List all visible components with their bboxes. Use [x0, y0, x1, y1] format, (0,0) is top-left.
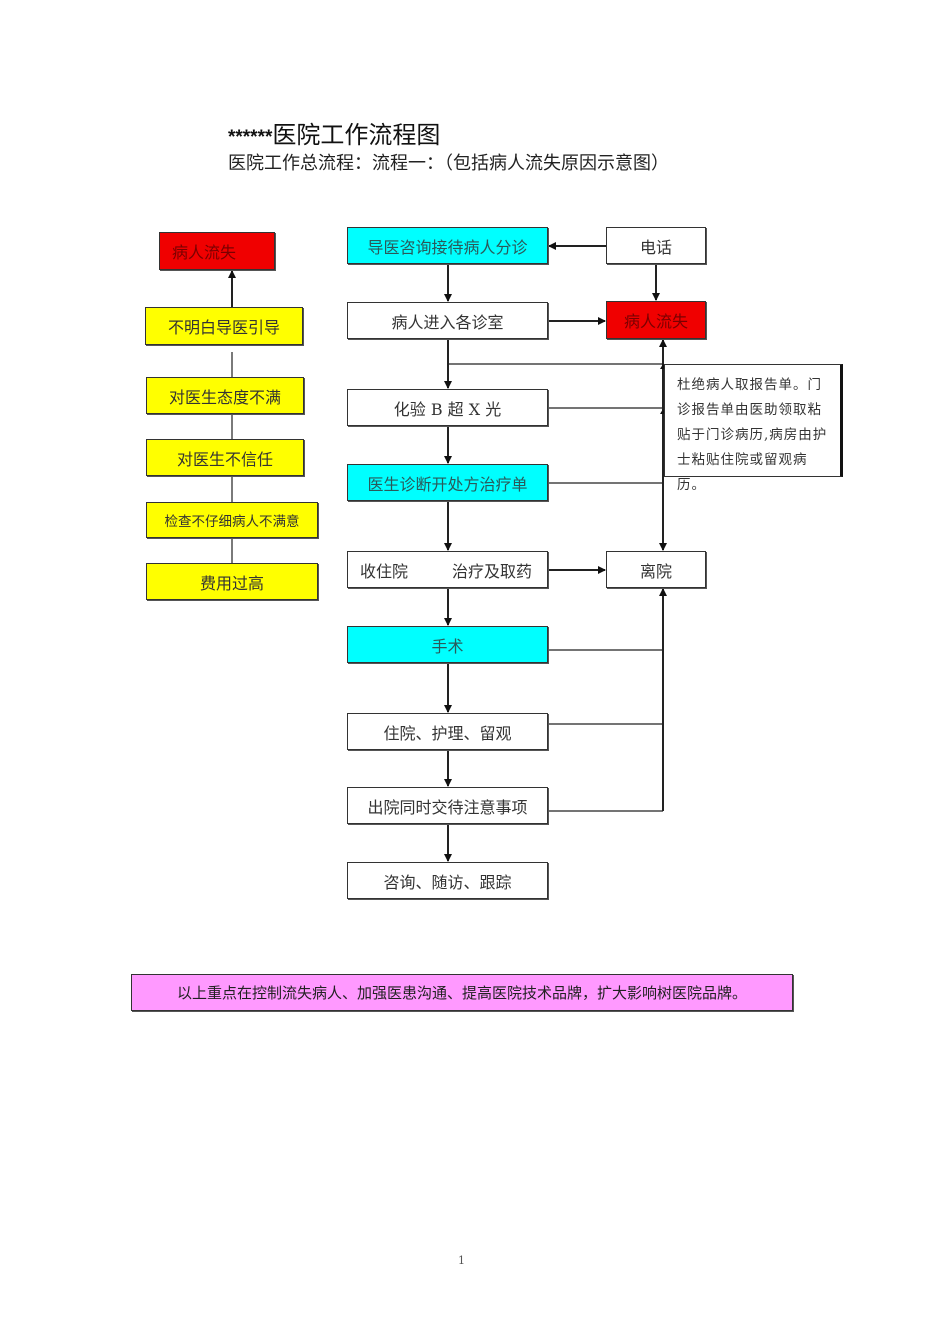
step-diagnosis: 医生诊断开处方治疗单	[347, 464, 548, 501]
step-lab: 化验 B 超 X 光	[347, 389, 548, 426]
step-label: 咨询、随访、跟踪	[383, 872, 512, 892]
phone-label: 电话	[639, 237, 672, 257]
title-text: 医院工作流程图	[272, 121, 441, 149]
step-inpatient: 住院、护理、留观	[347, 713, 548, 750]
reason-box: 不明白导医引导	[145, 307, 303, 345]
reason-box: 检查不仔细病人不满意	[146, 502, 318, 538]
right-lost-label: 病人流失	[623, 312, 688, 331]
step-label: 病人进入各诊室	[391, 312, 504, 332]
step-label: 出院同时交待注意事项	[367, 797, 528, 817]
title-stars: ******	[228, 127, 273, 148]
reason-box: 对医生态度不满	[146, 377, 304, 414]
step-label: 住院、护理、留观	[383, 723, 512, 743]
step-triage: 导医咨询接待病人分诊	[347, 227, 548, 264]
step-treatment-label: 治疗及取药	[452, 561, 533, 581]
step-clinic: 病人进入各诊室	[347, 302, 548, 339]
reason-label: 不明白导医引导	[167, 318, 280, 337]
step-admission-label: 收住院	[360, 561, 409, 581]
step-label: 医生诊断开处方治疗单	[367, 474, 528, 494]
discharge-label: 离院	[639, 561, 672, 581]
left-lost-box: 病人流失	[159, 232, 275, 270]
summary-text: 以上重点在控制流失病人、加强医患沟通、提高医院技术品牌，扩大影响树医院品牌。	[176, 984, 747, 1002]
reason-label: 检查不仔细病人不满意	[164, 514, 300, 530]
phone-box: 电话	[606, 227, 706, 264]
page-subtitle: 医院工作总流程：流程一：（包括病人流失原因示意图）	[228, 153, 669, 174]
page-number: 1	[458, 1254, 465, 1267]
step-admission-treatment: 收住院 治疗及取药	[347, 551, 548, 588]
step-surgery: 手术	[347, 626, 548, 663]
step-discharge-notice: 出院同时交待注意事项	[347, 787, 548, 824]
step-label: 化验 B 超 X 光	[393, 399, 502, 419]
left-lost-label: 病人流失	[172, 243, 237, 262]
reason-label: 对医生态度不满	[168, 387, 281, 407]
step-label: 导医咨询接待病人分诊	[367, 237, 528, 257]
report-note: 杜绝病人取报告单。门诊报告单由医助领取粘贴于门诊病历,病房由护士粘贴住院或留观病…	[664, 364, 843, 493]
step-followup: 咨询、随访、跟踪	[347, 862, 548, 899]
page-title: ******医院工作流程图	[228, 120, 440, 153]
right-lost-box: 病人流失	[606, 301, 706, 339]
discharge-box: 离院	[606, 551, 706, 588]
summary-box: 以上重点在控制流失病人、加强医患沟通、提高医院技术品牌，扩大影响树医院品牌。	[131, 974, 793, 1011]
reason-box: 对医生不信任	[146, 439, 304, 476]
reason-label: 费用过高	[199, 573, 264, 593]
step-label: 手术	[431, 636, 464, 656]
reason-box: 费用过高	[146, 563, 318, 600]
reason-label: 对医生不信任	[176, 449, 273, 469]
